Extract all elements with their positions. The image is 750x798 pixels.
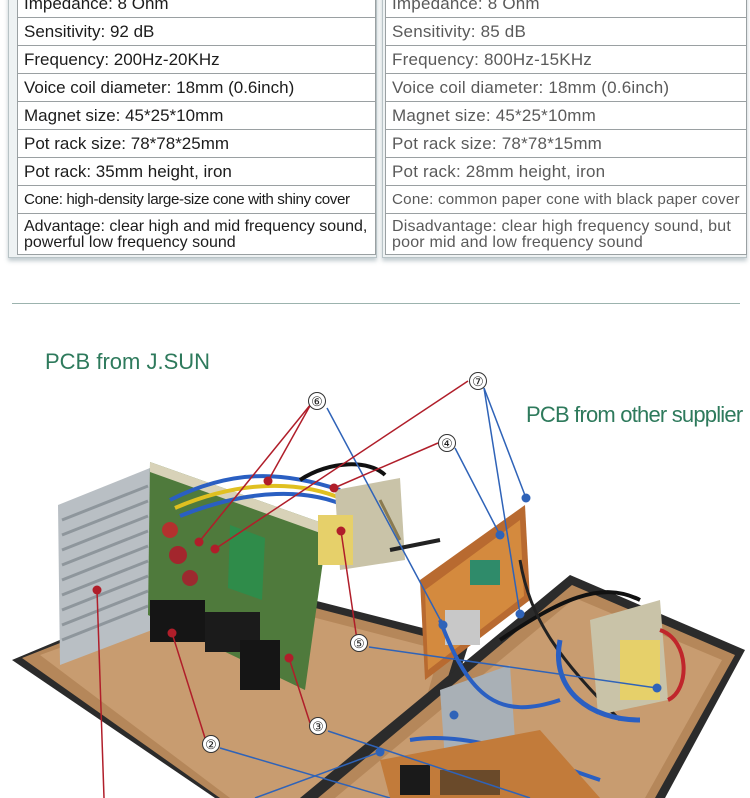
heatsink bbox=[58, 468, 152, 665]
jsun-spec-panel: Impedance: 8 Ohm Sensitivity: 92 dB Freq… bbox=[8, 0, 377, 258]
table-row: Advantage: clear high and mid frequency … bbox=[17, 213, 376, 255]
table-row: Magnet size: 45*25*10mm bbox=[17, 101, 376, 130]
section-divider bbox=[12, 303, 740, 304]
other-spec-panel: Impedance: 8 Ohm Sensitivity: 85 dB Freq… bbox=[382, 0, 747, 258]
spec-cell: Pot rack: 28mm height, iron bbox=[385, 157, 747, 186]
table-row: Sensitivity: 92 dB bbox=[17, 17, 376, 46]
callout-4: ④ bbox=[441, 436, 453, 451]
table-row: Voice coil diameter: 18mm (0.6inch) bbox=[17, 73, 376, 102]
spec-cell: Cone: high-density large-size cone with … bbox=[17, 185, 376, 214]
spec-cell: Pot rack size: 78*78*25mm bbox=[17, 129, 376, 158]
jsun-pcb-heading: PCB from J.SUN bbox=[45, 349, 211, 374]
spec-cell: Pot rack size: 78*78*15mm bbox=[385, 129, 747, 158]
other-spec-table: Impedance: 8 Ohm Sensitivity: 85 dB Freq… bbox=[385, 0, 747, 255]
callout-dots bbox=[92, 476, 662, 757]
other-amplifier-board bbox=[300, 505, 745, 798]
callout-badges: ⑥ ⑦ ④ ⑤ ③ ② bbox=[202, 372, 487, 753]
table-row: Frequency: 800Hz-15KHz bbox=[385, 45, 747, 74]
spec-cell: Frequency: 800Hz-15KHz bbox=[385, 45, 747, 74]
spec-cell: Sensitivity: 92 dB bbox=[17, 17, 376, 46]
table-row: Magnet size: 45*25*10mm bbox=[385, 101, 747, 130]
table-row: Disadvantage: clear high frequency sound… bbox=[385, 213, 747, 255]
spec-cell: Voice coil diameter: 18mm (0.6inch) bbox=[17, 73, 376, 102]
table-row: Impedance: 8 Ohm bbox=[385, 0, 747, 18]
spec-cell: Disadvantage: clear high frequency sound… bbox=[385, 213, 747, 255]
spec-cell: Impedance: 8 Ohm bbox=[17, 0, 376, 18]
pcb-comparison-photo: ⑥ ⑦ ④ ⑤ ③ ② bbox=[12, 372, 745, 798]
callout-3: ③ bbox=[312, 719, 324, 734]
other-pcb-heading: PCB from other supplier bbox=[526, 402, 743, 427]
callout-6: ⑥ bbox=[311, 394, 323, 409]
table-row: Pot rack size: 78*78*25mm bbox=[17, 129, 376, 158]
spec-cell: Cone: common paper cone with black paper… bbox=[385, 185, 747, 214]
spec-cell: Impedance: 8 Ohm bbox=[385, 0, 747, 18]
table-row: Pot rack: 28mm height, iron bbox=[385, 157, 747, 186]
spec-cell: Advantage: clear high and mid frequency … bbox=[17, 213, 376, 255]
spec-cell: Sensitivity: 85 dB bbox=[385, 17, 747, 46]
table-row: Cone: common paper cone with black paper… bbox=[385, 185, 747, 214]
spec-cell: Voice coil diameter: 18mm (0.6inch) bbox=[385, 73, 747, 102]
callout-5: ⑤ bbox=[353, 636, 365, 651]
jsun-spec-table: Impedance: 8 Ohm Sensitivity: 92 dB Freq… bbox=[17, 0, 376, 255]
table-row: Pot rack: 35mm height, iron bbox=[17, 157, 376, 186]
spec-cell: Magnet size: 45*25*10mm bbox=[17, 101, 376, 130]
table-row: Frequency: 200Hz-20KHz bbox=[17, 45, 376, 74]
callout-7: ⑦ bbox=[472, 374, 484, 389]
callout-2: ② bbox=[205, 737, 217, 752]
spec-cell: Frequency: 200Hz-20KHz bbox=[17, 45, 376, 74]
table-row: Impedance: 8 Ohm bbox=[17, 0, 376, 18]
table-row: Sensitivity: 85 dB bbox=[385, 17, 747, 46]
table-row: Cone: high-density large-size cone with … bbox=[17, 185, 376, 214]
spec-cell: Pot rack: 35mm height, iron bbox=[17, 157, 376, 186]
spec-cell: Magnet size: 45*25*10mm bbox=[385, 101, 747, 130]
table-row: Pot rack size: 78*78*15mm bbox=[385, 129, 747, 158]
jsun-transformer bbox=[318, 478, 405, 570]
table-row: Voice coil diameter: 18mm (0.6inch) bbox=[385, 73, 747, 102]
callout-lines bbox=[96, 380, 658, 798]
